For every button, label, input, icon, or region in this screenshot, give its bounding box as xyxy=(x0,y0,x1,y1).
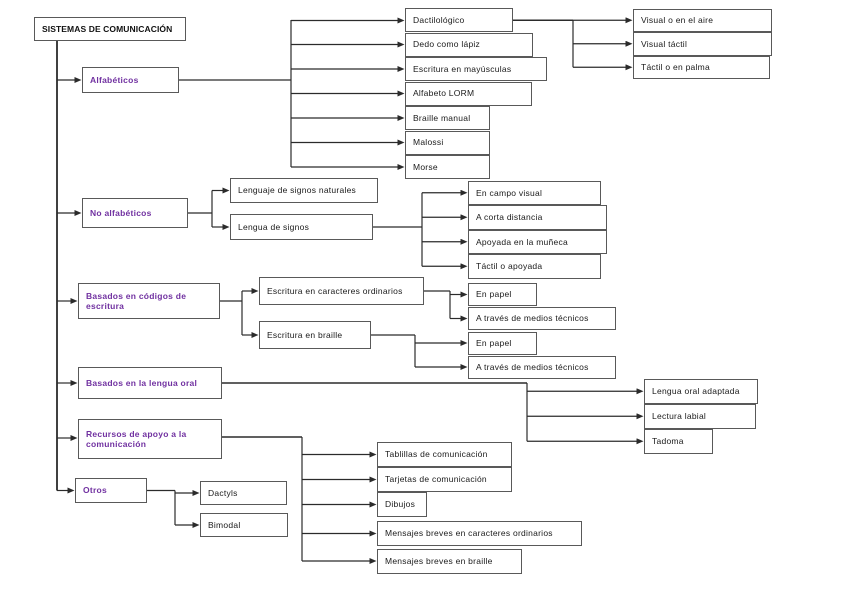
node-medios-tecnicos-ordinarios: A través de medios técnicos xyxy=(468,307,616,330)
node-malossi: Malossi xyxy=(405,130,490,155)
node-no-alfabeticos: No alfabéticos xyxy=(82,198,188,228)
node-tablillas-de-comunicacion: Tablillas de comunicación xyxy=(377,442,512,467)
node-lectura-labial: Lectura labial xyxy=(644,404,756,429)
node-basados-en-la-lengua-oral: Basados en la lengua oral xyxy=(78,367,222,399)
node-escritura-en-mayusculas: Escritura en mayúsculas xyxy=(405,57,547,81)
node-visual-o-en-el-aire: Visual o en el aire xyxy=(633,8,772,32)
node-escritura-en-caracteres-ordinarios: Escritura en caracteres ordinarios xyxy=(259,277,424,305)
node-tadoma: Tadoma xyxy=(644,429,713,454)
node-morse: Morse xyxy=(405,155,490,179)
node-dibujos: Dibujos xyxy=(377,492,427,517)
node-visual-tactil: Visual táctil xyxy=(633,32,772,56)
node-tactil-o-en-palma: Táctil o en palma xyxy=(633,55,770,79)
node-lenguaje-de-signos-naturales: Lenguaje de signos naturales xyxy=(230,178,378,203)
node-dactilologico: Dactilológico xyxy=(405,8,513,32)
node-tactil-o-apoyada: Táctil o apoyada xyxy=(468,254,601,279)
node-dedo-como-lapiz: Dedo como lápiz xyxy=(405,32,533,57)
node-alfabeto-lorm: Alfabeto LORM xyxy=(405,81,532,106)
node-sistemas-de-comunicacion: SISTEMAS DE COMUNICACIÓN xyxy=(34,17,186,41)
node-basados-en-codigos-de-escritura: Basados en códigos de escritura xyxy=(78,283,220,319)
node-otros: Otros xyxy=(75,478,147,503)
node-alfabeticos: Alfabéticos xyxy=(82,67,179,93)
node-apoyada-en-la-muneca: Apoyada en la muñeca xyxy=(468,229,607,254)
node-dactyls: Dactyls xyxy=(200,481,287,505)
node-mensajes-breves-caracteres-ordinarios: Mensajes breves en caracteres ordinarios xyxy=(377,521,582,546)
node-escritura-en-braille: Escritura en braille xyxy=(259,321,371,349)
node-lengua-oral-adaptada: Lengua oral adaptada xyxy=(644,379,758,404)
node-mensajes-breves-en-braille: Mensajes breves en braille xyxy=(377,548,522,574)
node-lengua-de-signos: Lengua de signos xyxy=(230,214,373,240)
node-a-corta-distancia: A corta distancia xyxy=(468,205,607,230)
node-bimodal: Bimodal xyxy=(200,513,288,537)
node-tarjetas-de-comunicacion: Tarjetas de comunicación xyxy=(377,467,512,492)
node-recursos-de-apoyo: Recursos de apoyo a la comunicación xyxy=(78,419,222,459)
node-medios-tecnicos-braille: A través de medios técnicos xyxy=(468,355,616,379)
node-braille-manual: Braille manual xyxy=(405,106,490,130)
node-en-papel-braille: En papel xyxy=(468,331,537,355)
node-en-papel-ordinarios: En papel xyxy=(468,283,537,306)
node-en-campo-visual: En campo visual xyxy=(468,180,601,205)
